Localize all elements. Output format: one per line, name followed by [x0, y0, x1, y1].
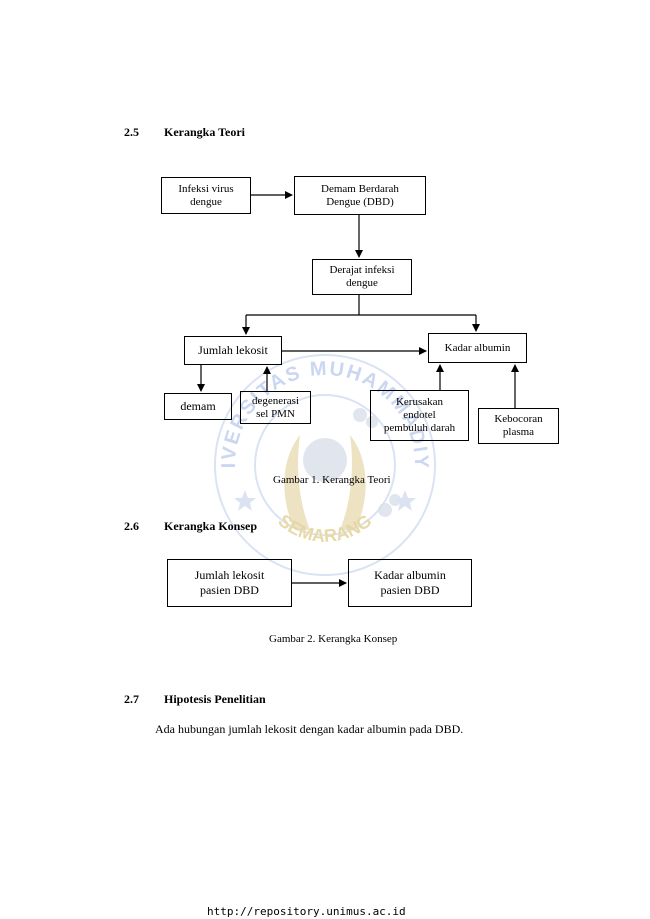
node-demam-berdarah: Demam Berdarah Dengue (DBD): [294, 176, 426, 215]
node-label: Jumlah lekosit: [198, 343, 268, 357]
hipotesis-text: Ada hubungan jumlah lekosit dengan kadar…: [155, 722, 464, 736]
figure-caption-konsep: Gambar 2. Kerangka Konsep: [269, 633, 398, 645]
node-derajat-infeksi: Derajat infeksi dengue: [312, 259, 412, 295]
university-seal-watermark: UNIVERSITAS MUHAMMADIYAH SEMARANG: [200, 340, 436, 576]
node-label: Jumlah lekosit pasien DBD: [194, 568, 265, 597]
node-kerusakan-endotel: Kerusakan endotel pembuluh darah: [370, 390, 469, 441]
node-label: Derajat infeksi dengue: [329, 264, 395, 289]
node-label: demam: [180, 399, 216, 413]
node-jumlah-lekosit: Jumlah lekosit: [184, 336, 282, 365]
section-title: Kerangka Konsep: [164, 519, 258, 533]
node-kebocoran-plasma: Kebocoran plasma: [478, 408, 559, 444]
node-demam: demam: [164, 393, 232, 420]
node-label: degenerasi sel PMN: [251, 394, 300, 420]
node-infeksi-virus: Infeksi virus dengue: [161, 177, 251, 214]
node-label: Demam Berdarah Dengue (DBD): [321, 182, 399, 208]
section-title: Hipotesis Penelitian: [164, 692, 266, 706]
node-konsep-lekosit: Jumlah lekosit pasien DBD: [167, 559, 292, 607]
node-kadar-albumin: Kadar albumin: [428, 333, 527, 363]
node-degenerasi: degenerasi sel PMN: [240, 391, 311, 424]
node-label: Kerusakan endotel pembuluh darah: [383, 396, 456, 434]
node-label: Kadar albumin: [444, 341, 511, 354]
section-number: 2.5: [124, 125, 139, 139]
node-konsep-albumin: Kadar albumin pasien DBD: [348, 559, 472, 607]
node-label: Infeksi virus dengue: [178, 182, 234, 208]
node-label: Kebocoran plasma: [494, 413, 543, 438]
section-number: 2.6: [124, 519, 139, 533]
section-title: Kerangka Teori: [164, 125, 246, 139]
section-number: 2.7: [124, 692, 139, 706]
footer-url: http://repository.unimus.ac.id: [207, 905, 406, 918]
figure-caption-teori: Gambar 1. Kerangka Teori: [273, 474, 391, 486]
node-label: Kadar albumin pasien DBD: [374, 568, 446, 597]
